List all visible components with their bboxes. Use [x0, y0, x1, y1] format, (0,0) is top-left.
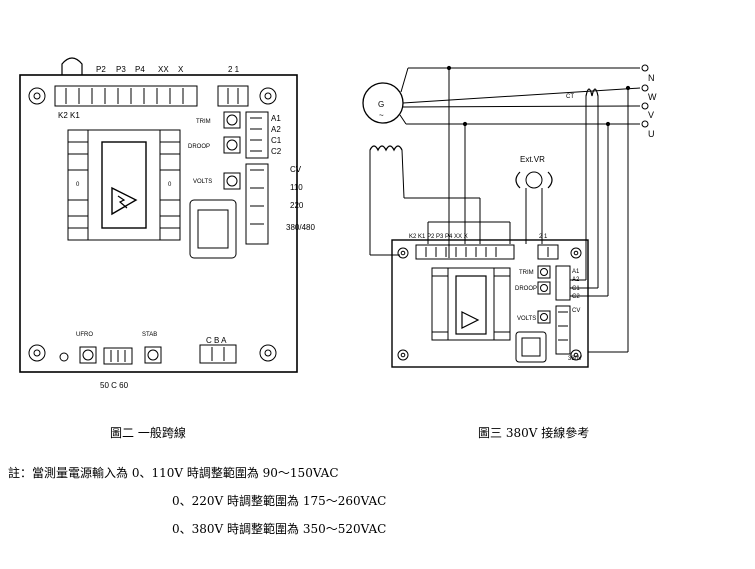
note-line-1: 註：當測量電源輸入為 0、110V 時調整範圍為 90～150VAC [8, 465, 339, 480]
fig2-k-labels: K2 K1 [58, 111, 80, 120]
fig2-zero-right: 0 [168, 182, 172, 188]
fig3-trim-label: TRIM [519, 270, 534, 276]
note-line-3: 0、380V 時調整範圍為 350～520VAC [172, 521, 386, 536]
phase-w-label: W [648, 92, 657, 102]
fig2-c1-label: C1 [271, 136, 282, 145]
fig3-board [391, 239, 589, 368]
fig2-cba-terminals [199, 344, 237, 364]
fig2-terminal-p4: P4 [135, 65, 145, 74]
fig2-a2-label: A2 [271, 125, 281, 134]
fig3-wiring [362, 64, 649, 368]
ext-vr-label: Ext.VR [520, 155, 545, 164]
fig2-trim-label: TRIM [196, 119, 211, 125]
fig3-droop-label: DROOP [515, 286, 537, 292]
fig2-droop-label: DROOP [188, 144, 210, 150]
fig3-labels: G ~ N W V U CT Ext.VR K2 K1 P2 P3 P4 XX … [378, 73, 657, 440]
fig2-ac-terminal-block [245, 111, 269, 159]
phase-u-label: U [648, 129, 655, 139]
fig2-ufro-label: UFRO [76, 332, 93, 338]
fig2-380-label: 380/480 [286, 223, 315, 232]
fig2-terminal-xx: XX [158, 65, 169, 74]
notes: 註：當測量電源輸入為 0、110V 時調整範圍為 90～150VAC 0、220… [8, 465, 386, 536]
fig2-stab-label: STAB [142, 332, 157, 338]
phase-v-label: V [648, 110, 654, 120]
fig2-volts-label: VOLTS [193, 179, 212, 185]
fig2-caption: 圖二 一般跨線 [110, 425, 186, 440]
fig3-c1-label: C1 [572, 286, 580, 292]
fig2-terminal-x: X [178, 65, 184, 74]
fig3-380-label: 380V [568, 356, 582, 362]
fig2-terminal-p2: P2 [96, 65, 106, 74]
generator-sub-label: ~ [379, 111, 384, 120]
fig3-volts-label: VOLTS [517, 316, 536, 322]
fig2-trim-pot [223, 111, 241, 129]
fig2-cba-label: C B A [206, 336, 227, 345]
generator-label: G [378, 100, 384, 109]
fig2-cv-label: CV [290, 165, 302, 174]
fig2-110-label: 110 [290, 183, 303, 192]
fig2-voltage-terminal-block [245, 163, 269, 245]
brand-logo-icon [111, 186, 138, 216]
fig3-a2-label: A2 [572, 277, 580, 283]
fig2-board [19, 57, 298, 373]
fig2-stab-pot [144, 346, 162, 364]
fig3-cv-label: CV [572, 308, 580, 314]
fig2-terminal-2-1: 2 1 [228, 65, 240, 74]
fig2-terminal-p3: P3 [116, 65, 126, 74]
fig2-220-label: 220 [290, 201, 304, 210]
fig3-a1-label: A1 [572, 269, 580, 275]
fig2-zero-left: 0 [76, 182, 80, 188]
fig2-mount-holes [28, 87, 277, 362]
fig2-top-terminal-strip [54, 85, 249, 107]
ext-vr-pot-icon [515, 171, 553, 244]
fig2-freq-jumper [103, 347, 133, 365]
fig2-transformer [67, 129, 181, 241]
fig2-labels: P2 P3 P4 XX X 2 1 K2 K1 TRIM DROOP VOLTS… [58, 65, 315, 440]
phase-n-label: N [648, 73, 655, 83]
fig3-brand-logo-icon [461, 311, 480, 329]
ct-label: CT [566, 94, 574, 100]
fig2-droop-pot [223, 136, 241, 154]
fig2-c2-label: C2 [271, 147, 282, 156]
fig2-freq-label: 50 C 60 [100, 381, 129, 390]
fig3-top-terminals-label: K2 K1 P2 P3 P4 XX X [409, 234, 468, 240]
note-line-2: 0、220V 時調整範圍為 175～260VAC [172, 493, 386, 508]
fig2-volts-pot [223, 172, 241, 190]
fig2-a1-label: A1 [271, 114, 281, 123]
fig3-caption: 圖三 380V 接線參考 [478, 425, 589, 440]
fig3-top-right-terminals: 2 1 [539, 234, 548, 240]
fig3-c2-label: C2 [572, 294, 580, 300]
fig2-ufro-pot [79, 346, 97, 364]
